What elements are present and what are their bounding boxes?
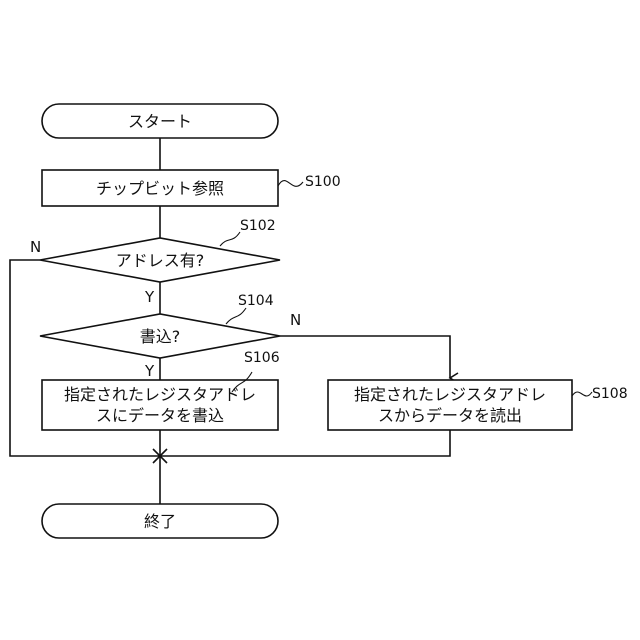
write-yes-label: Y [144,362,155,380]
connector-s108-to-merge [160,430,450,456]
s100-leader [278,181,303,187]
write-register-label-line1: 指定されたレジスタアドレ [64,385,256,404]
s102-leader [220,232,240,246]
write-no-label: N [290,311,301,329]
s108-leader [572,392,592,396]
address-yes-label: Y [144,288,155,306]
connector-s104-no [280,336,450,378]
s104-leader [226,308,246,324]
s100-ref: S100 [305,174,341,190]
s102-ref: S102 [240,218,276,234]
address-no-label: N [30,238,41,256]
s106-ref: S106 [244,350,280,366]
read-register-label-line2: スからデータを読出 [378,406,522,425]
end-label: 終了 [144,512,176,531]
s108-ref: S108 [592,386,628,402]
read-register-label-line1: 指定されたレジスタアドレ [354,385,546,404]
write-register-label-line2: スにデータを書込 [96,406,224,425]
s104-ref: S104 [238,293,274,309]
write-decision-label: 書込? [140,327,181,346]
address-decision-label: アドレス有? [116,251,205,270]
start-label: スタート [128,112,192,131]
chip-bit-label: チップビット参照 [96,179,224,198]
